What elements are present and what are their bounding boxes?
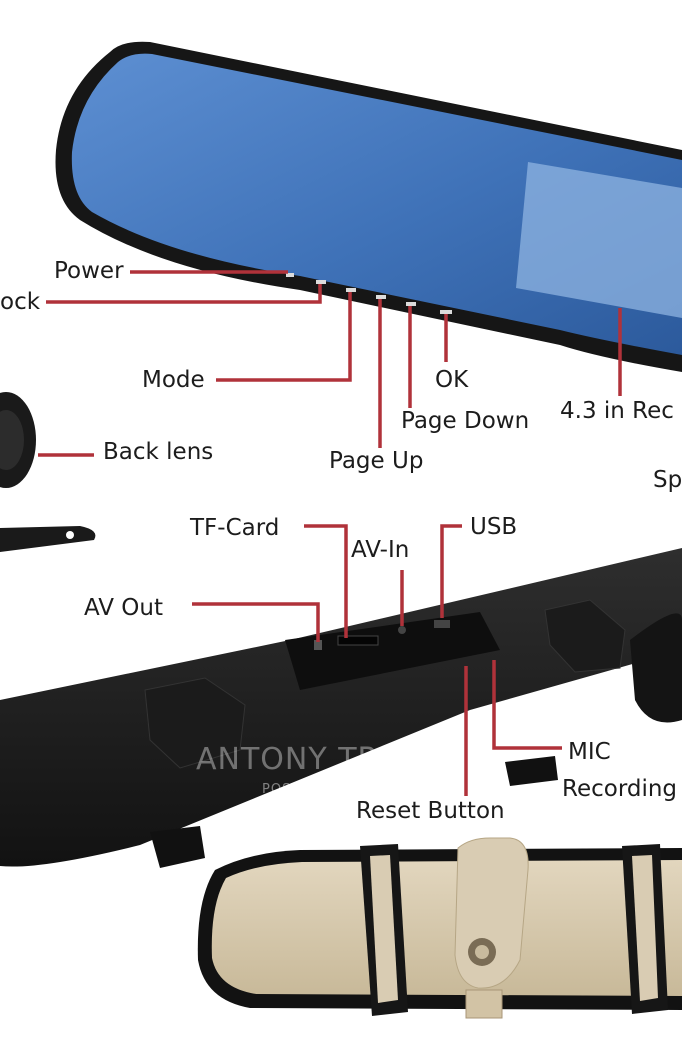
tf-card-slot xyxy=(337,635,379,646)
power-button xyxy=(286,273,294,277)
av-in-port xyxy=(398,626,406,634)
posted-watermark: POSTED ON JIJI xyxy=(262,782,373,797)
av-out-callout xyxy=(192,602,320,642)
page-up-label: Page Up xyxy=(329,448,424,474)
seller-watermark: ANTONY TRENDY xyxy=(196,742,465,777)
strap-mirror xyxy=(197,837,682,1019)
page-up-button xyxy=(376,295,386,299)
front-buttons xyxy=(286,273,452,314)
page-down-label: Page Down xyxy=(401,408,530,434)
page-down-button xyxy=(406,302,416,306)
mode-callout xyxy=(216,292,352,382)
tf-card-callout xyxy=(304,524,348,638)
mic-callout xyxy=(492,660,562,750)
ok-button xyxy=(440,310,452,314)
usb-label: USB xyxy=(470,514,518,540)
screen-size-label: 4.3 in Rec xyxy=(560,398,674,424)
back-camera xyxy=(0,392,96,552)
mode-label: Mode xyxy=(142,367,205,393)
av-out-port xyxy=(314,640,322,650)
lock-callout xyxy=(46,284,322,304)
reset-button-label: Reset Button xyxy=(356,798,505,824)
power-label: Power xyxy=(54,258,124,284)
usb-port xyxy=(434,620,450,628)
callout-lines xyxy=(38,270,622,796)
rear-body xyxy=(0,548,682,868)
lock-label: ock xyxy=(0,289,41,315)
lock-button xyxy=(316,280,326,284)
recording-label: Recording xyxy=(562,776,678,802)
ok-label: OK xyxy=(435,367,469,393)
back-lens-label: Back lens xyxy=(103,439,214,465)
speaker-label: Sp xyxy=(653,467,682,493)
av-out-label: AV Out xyxy=(84,595,164,621)
tf-card-label: TF-Card xyxy=(190,515,280,541)
mirror-screen xyxy=(516,162,682,318)
av-in-label: AV-In xyxy=(351,537,410,563)
usb-callout xyxy=(440,524,462,618)
front-mirror xyxy=(55,41,682,372)
mode-button xyxy=(346,288,356,292)
mic-label: MIC xyxy=(568,739,611,765)
